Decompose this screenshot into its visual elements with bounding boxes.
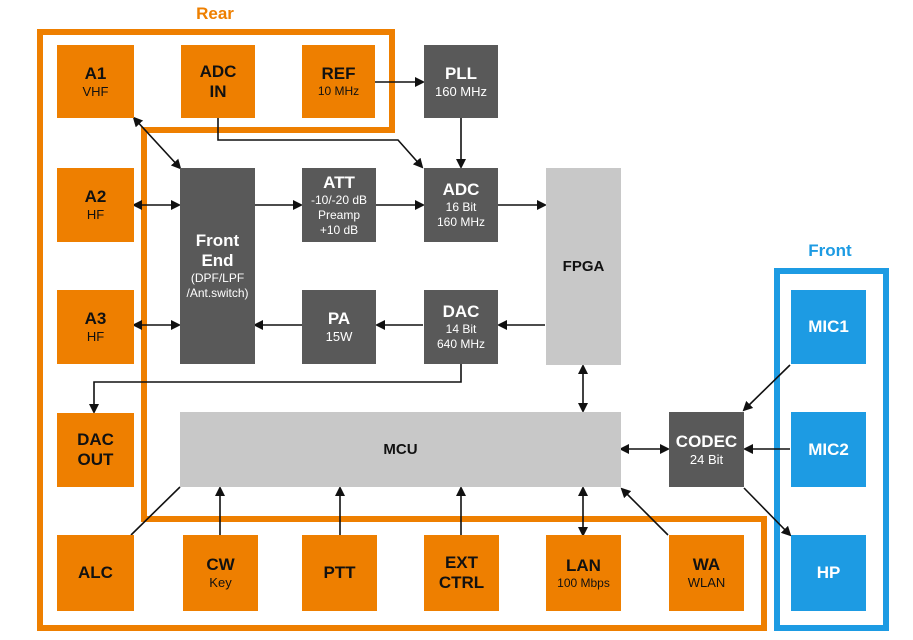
ext-ctrl-block: EXT CTRL [424,535,499,611]
adcin-to-adc-wire [217,118,424,169]
rear-frame-label: Rear [196,4,234,23]
pa-title: PA [327,309,351,328]
front-end-sub2: /Ant.switch) [186,286,249,300]
mic1-to-codec-wire [742,364,791,412]
front-end-title2: End [201,251,234,270]
att-sub2: Preamp [317,207,361,222]
adc-block: ADC 16 Bit 160 MHz [424,168,498,242]
mic2-title: MIC2 [808,439,849,459]
a1-sub: VHF [82,83,109,99]
hp-block: HP [791,535,866,611]
adc-sub: 16 Bit [445,200,477,214]
ref-block: REF 10 MHz [302,45,375,118]
lan-title: LAN [566,555,601,575]
att-title: ATT [323,172,355,192]
cw-title: CW [206,555,235,574]
a1-antenna-block: A1 VHF [57,45,134,118]
codec-block: CODEC 24 Bit [669,412,744,487]
front-end-block: Front End (DPF/LPF /Ant.switch) [180,168,255,364]
a3-title: A3 [84,309,107,328]
pll-sub: 160 MHz [434,83,488,99]
a2-title: A2 [84,187,107,206]
alc-title: ALC [78,563,113,582]
fpga-title: FPGA [562,257,605,275]
pll-title: PLL [444,63,478,83]
ptt-title: PTT [323,563,356,582]
ref-sub: 10 MHz [317,84,360,98]
adc-sub2: 160 MHz [436,215,486,229]
pa-block: PA 15W [302,290,376,364]
mcu-title: MCU [383,440,418,458]
cw-sub: Key [209,575,232,590]
lan-block: LAN 100 Mbps [546,535,621,611]
att-block: ATT -10/-20 dB Preamp +10 dB [302,168,376,242]
alc-mcu-wire [130,486,181,536]
lan-sub: 100 Mbps [557,575,610,590]
adc-in-block: ADC IN [181,45,255,118]
a2-sub: HF [86,207,105,222]
front-frame-label: Front [808,241,852,260]
adc-title: ADC [442,180,480,199]
mcu-block: MCU [180,412,621,487]
att-sub3: +10 dB [319,222,359,237]
ref-title: REF [321,64,356,83]
dac-title: DAC [442,302,480,321]
dac-sub2: 640 MHz [436,337,486,351]
pa-sub: 15W [325,329,353,344]
wa-sub: WLAN [687,575,726,590]
front-end-title: Front [195,231,240,250]
a2-antenna-block: A2 HF [57,168,134,242]
dac-out-title2: OUT [77,450,114,469]
dac-out-block: DAC OUT [57,413,134,487]
a3-antenna-block: A3 HF [57,290,134,364]
hp-title: HP [816,563,841,582]
dac-to-dacout-wire [89,363,462,414]
dac-block: DAC 14 Bit 640 MHz [424,290,498,364]
adc-in-title: ADC [199,61,237,81]
ext-title2: CTRL [438,573,485,592]
att-sub: -10/-20 dB [310,192,368,207]
ext-title: EXT [444,553,479,572]
a1-frontend-wire [132,116,182,170]
cw-key-block: CW Key [183,535,258,611]
rear-frame-outline [37,29,767,631]
mic1-title: MIC1 [808,317,849,336]
front-end-sub: (DPF/LPF [190,271,245,285]
mic2-block: MIC2 [791,412,866,487]
a3-sub: HF [86,329,105,344]
wa-title: WA [692,555,721,574]
alc-block: ALC [57,535,134,611]
wa-to-mcu-wire [620,487,669,536]
mic1-block: MIC1 [791,290,866,364]
dac-sub: 14 Bit [445,322,477,336]
a1-title: A1 [84,63,107,83]
wa-block: WA WLAN [669,535,744,611]
ptt-block: PTT [302,535,377,611]
pll-block: PLL 160 MHz [424,45,498,118]
codec-to-hp-wire [743,487,792,537]
fpga-block: FPGA [546,168,621,365]
codec-title: CODEC [675,431,738,451]
adc-in-title2: IN [209,81,227,101]
dac-out-title: DAC [77,430,114,449]
codec-sub: 24 Bit [689,451,724,467]
